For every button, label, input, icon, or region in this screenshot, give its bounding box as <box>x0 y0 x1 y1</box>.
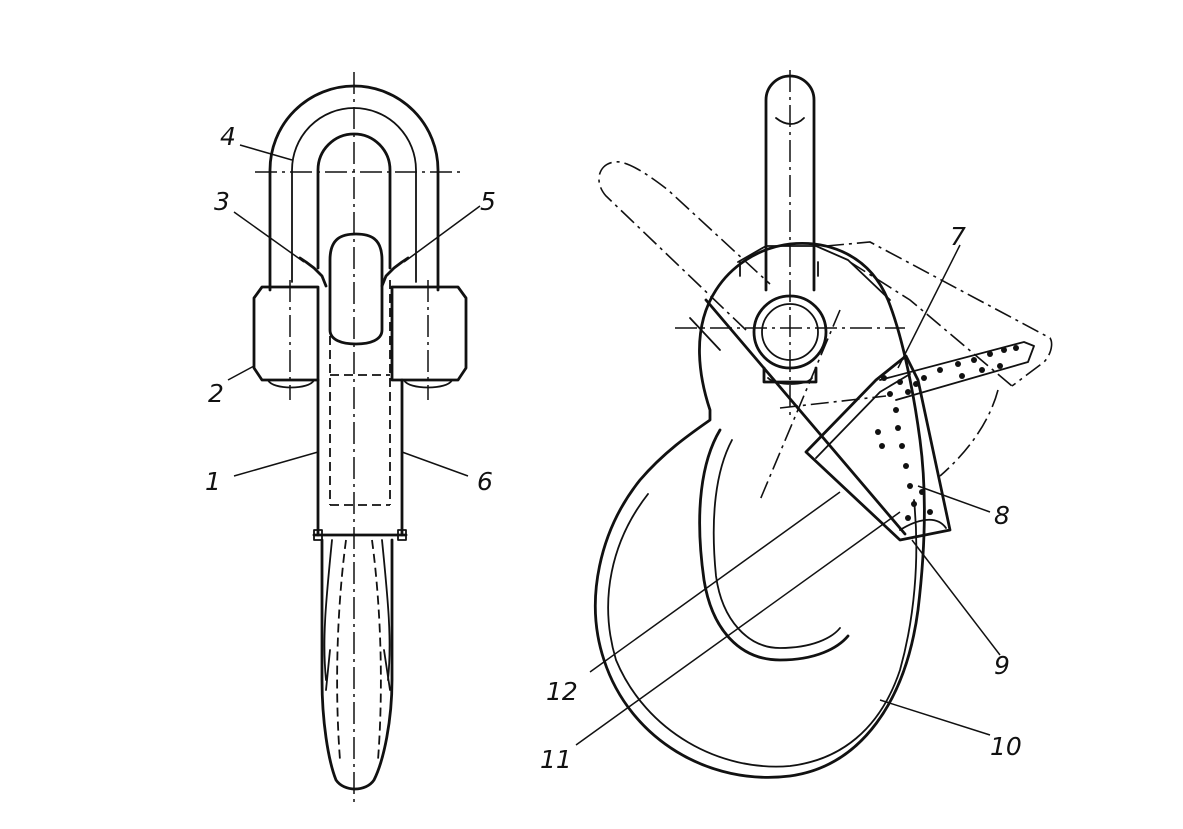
sling-tail-right-strand <box>381 539 391 681</box>
right-fitting <box>380 256 410 288</box>
right-pin-boss <box>390 285 468 382</box>
callout-8: 8 <box>994 501 1010 530</box>
latch-phantom-upper <box>825 241 1053 387</box>
sling-eye-top <box>328 232 384 346</box>
callout-4: 4 <box>220 122 236 151</box>
shank-phantom-line <box>759 309 841 501</box>
hook-shank-diagonal <box>704 298 907 536</box>
sling-band-right-tab <box>397 529 407 541</box>
shackle-phantom-handle <box>598 161 771 331</box>
callout-5: 5 <box>480 187 496 216</box>
latch-phantom-inner <box>849 261 1013 387</box>
callout-6: 6 <box>477 467 493 496</box>
latch-arm <box>879 341 1035 401</box>
leader-4 <box>239 144 293 161</box>
pin-nut <box>762 366 818 384</box>
left-fitting <box>298 256 328 288</box>
leader-2 <box>227 365 255 381</box>
left-boss-bottom-ellipse <box>267 379 315 389</box>
shackle-bow-outer <box>268 84 440 292</box>
leader-10 <box>879 699 991 736</box>
sling-tail-fold <box>325 649 391 691</box>
latch-phantom-arc <box>939 389 999 477</box>
callout-9: 9 <box>994 651 1010 680</box>
hook-eye-inner <box>761 303 819 361</box>
hook-body-outer-offset <box>607 493 918 768</box>
hook-throat <box>698 428 850 662</box>
eye-strap-plate <box>737 245 891 301</box>
sling-band-left-tab <box>313 529 323 541</box>
right-view-hook-assembly: 7 8 9 10 11 12 <box>540 70 1053 779</box>
callout-1: 1 <box>205 467 221 496</box>
leader-5 <box>403 205 481 263</box>
hook-eye-outer <box>752 294 828 370</box>
shank-phantom-line-2 <box>779 395 887 409</box>
callout-10: 10 <box>990 732 1022 761</box>
sling-tail-hidden-core <box>336 539 382 761</box>
shackle-bow-inner <box>316 132 392 270</box>
latch-tip <box>899 518 947 531</box>
sling-tail-left-strand <box>323 539 333 681</box>
latch-rivets <box>875 345 1019 521</box>
leader-9 <box>911 539 1001 656</box>
callout-2: 2 <box>208 379 224 408</box>
shackle-bow-middle-line <box>291 107 417 283</box>
leader-1 <box>233 451 319 477</box>
hook-body-outer <box>594 242 926 779</box>
hook-shank-diagonal-2 <box>689 317 721 351</box>
left-view-shackle-assembly: 1 2 3 4 5 6 <box>205 72 496 805</box>
callout-12: 12 <box>546 677 578 706</box>
sling-tail-outer <box>320 538 394 791</box>
eye-strap-bolt <box>739 261 819 277</box>
leader-8 <box>917 485 991 513</box>
leader-11 <box>575 511 901 746</box>
callout-3: 3 <box>214 187 230 216</box>
left-pin-boss <box>252 285 320 382</box>
latch-plate <box>804 354 952 542</box>
callout-7: 7 <box>950 222 966 251</box>
side-shackle-bow <box>764 74 816 292</box>
callout-11: 11 <box>540 745 572 774</box>
leader-12 <box>589 491 841 673</box>
hook-throat-inner <box>712 439 841 649</box>
leader-6 <box>401 451 469 477</box>
leader-3 <box>233 211 305 263</box>
leader-7 <box>897 244 961 369</box>
side-shackle-bow-inner <box>775 117 805 125</box>
